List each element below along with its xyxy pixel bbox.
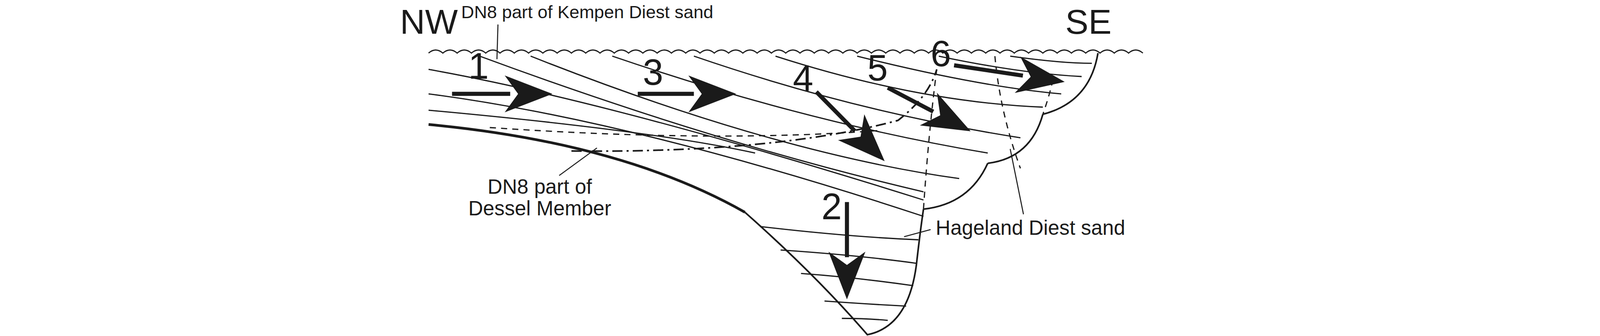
unit-label: DN8 part of Dessel Member xyxy=(461,176,619,220)
arrow-shaft xyxy=(844,201,849,257)
callout-number: 3 xyxy=(643,53,664,92)
arrow-head xyxy=(1016,57,1064,93)
callout-number: 4 xyxy=(792,59,813,98)
callout-number: 2 xyxy=(821,187,842,227)
arrow-head xyxy=(839,115,884,160)
layers xyxy=(428,24,1098,335)
arrow-shaft xyxy=(816,91,856,132)
arrow-head xyxy=(829,252,864,298)
arrow-head xyxy=(505,76,551,112)
arrow-head xyxy=(921,94,970,131)
water-surface xyxy=(428,50,1143,54)
arrow-shaft xyxy=(953,65,1023,76)
callout-number: 5 xyxy=(867,48,888,88)
callout-number: 1 xyxy=(468,47,489,86)
callout-number: 6 xyxy=(930,34,951,74)
arrow-shaft xyxy=(637,91,695,96)
unit-label: DN8 part of Kempen Diest sand xyxy=(461,3,714,22)
arrow-shaft xyxy=(451,91,511,96)
unit-label: Hageland Diest sand xyxy=(933,217,1128,240)
flow-arrows xyxy=(451,57,1063,298)
arrow-head xyxy=(689,76,735,112)
arrow-shaft xyxy=(887,87,934,112)
direction-label: SE xyxy=(1065,3,1112,41)
direction-label: NW xyxy=(400,3,458,41)
